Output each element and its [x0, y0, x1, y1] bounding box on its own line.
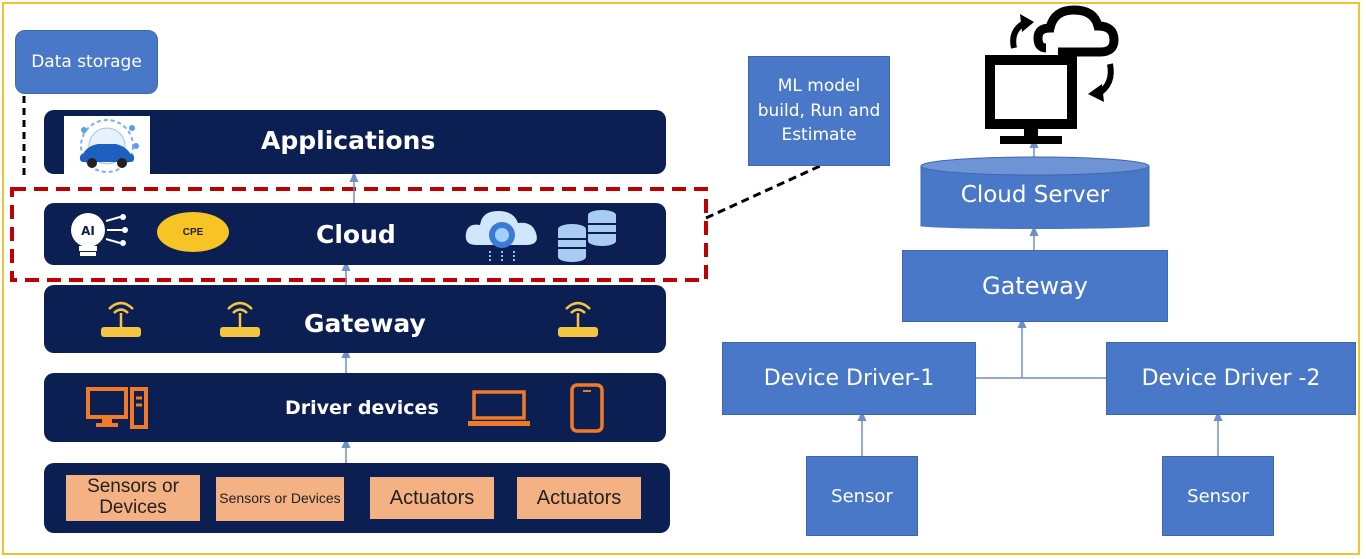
sensor-1-box: Sensor: [806, 456, 918, 536]
device-driver-1-box: Device Driver-1: [722, 342, 976, 415]
data-storage-box: Data storage: [15, 30, 158, 94]
database-icon: [554, 207, 622, 263]
gateway-layer: Gateway: [44, 285, 666, 353]
right-gateway-label: Gateway: [981, 272, 1089, 300]
router-icon-3: [554, 299, 602, 346]
sensor-1-label: Sensor: [831, 485, 893, 507]
cloud-computer-sync-icon: [976, 4, 1146, 157]
mobile-phone-icon: [567, 383, 607, 438]
ml-link-line: [705, 164, 821, 220]
car-app-image: [64, 116, 150, 176]
router-icon-2: [216, 299, 264, 346]
cloud-title: Cloud: [316, 220, 396, 249]
applications-layer: Applications: [44, 110, 666, 176]
actuator-box-2: Actuators: [517, 477, 641, 519]
sensor-box-2: Sensors or Devices: [216, 477, 344, 521]
sensor-box-2-label: Sensors or Devices: [219, 490, 341, 507]
device-driver-2-box: Device Driver -2: [1106, 342, 1356, 415]
actuator-box-2-label: Actuators: [536, 487, 622, 509]
cloud-layer: AI CPE Cloud: [44, 203, 666, 265]
ai-badge-text: AI: [81, 224, 95, 238]
gateway-title: Gateway: [304, 309, 426, 338]
desktop-computer-icon: [86, 385, 150, 436]
cpe-badge: CPE: [157, 212, 229, 252]
cloud-server-cylinder: Cloud Server: [920, 156, 1150, 230]
driver-devices-title: Driver devices: [285, 397, 439, 419]
actuator-box-1: Actuators: [370, 477, 494, 519]
device-driver-2-label: Device Driver -2: [1141, 366, 1321, 391]
ai-bulb-icon: AI: [64, 209, 134, 261]
sensor-2-label: Sensor: [1187, 485, 1249, 507]
cloud-brain-icon: [460, 205, 550, 265]
driver-devices-layer: Driver devices: [44, 373, 666, 442]
cpe-badge-label: CPE: [182, 226, 204, 238]
sensor-2-box: Sensor: [1162, 456, 1274, 536]
sensor-box-1: Sensors or Devices: [66, 475, 200, 521]
cloud-server-label: Cloud Server: [960, 182, 1110, 208]
actuator-box-1-label: Actuators: [389, 487, 475, 509]
device-driver-1-label: Device Driver-1: [763, 366, 935, 391]
router-icon-1: [97, 299, 145, 346]
laptop-icon: [466, 389, 532, 434]
ml-model-label: ML model build, Run and Estimate: [757, 76, 881, 146]
sensor-box-1-label: Sensors or Devices: [87, 476, 179, 518]
ml-model-box: ML model build, Run and Estimate: [748, 56, 890, 166]
applications-title: Applications: [261, 126, 436, 155]
cloud-highlight-box: [10, 187, 708, 282]
data-storage-label: Data storage: [31, 51, 142, 72]
right-gateway-box: Gateway: [902, 250, 1168, 322]
sensors-layer: Sensors or Devices Sensors or Devices Ac…: [44, 463, 670, 533]
